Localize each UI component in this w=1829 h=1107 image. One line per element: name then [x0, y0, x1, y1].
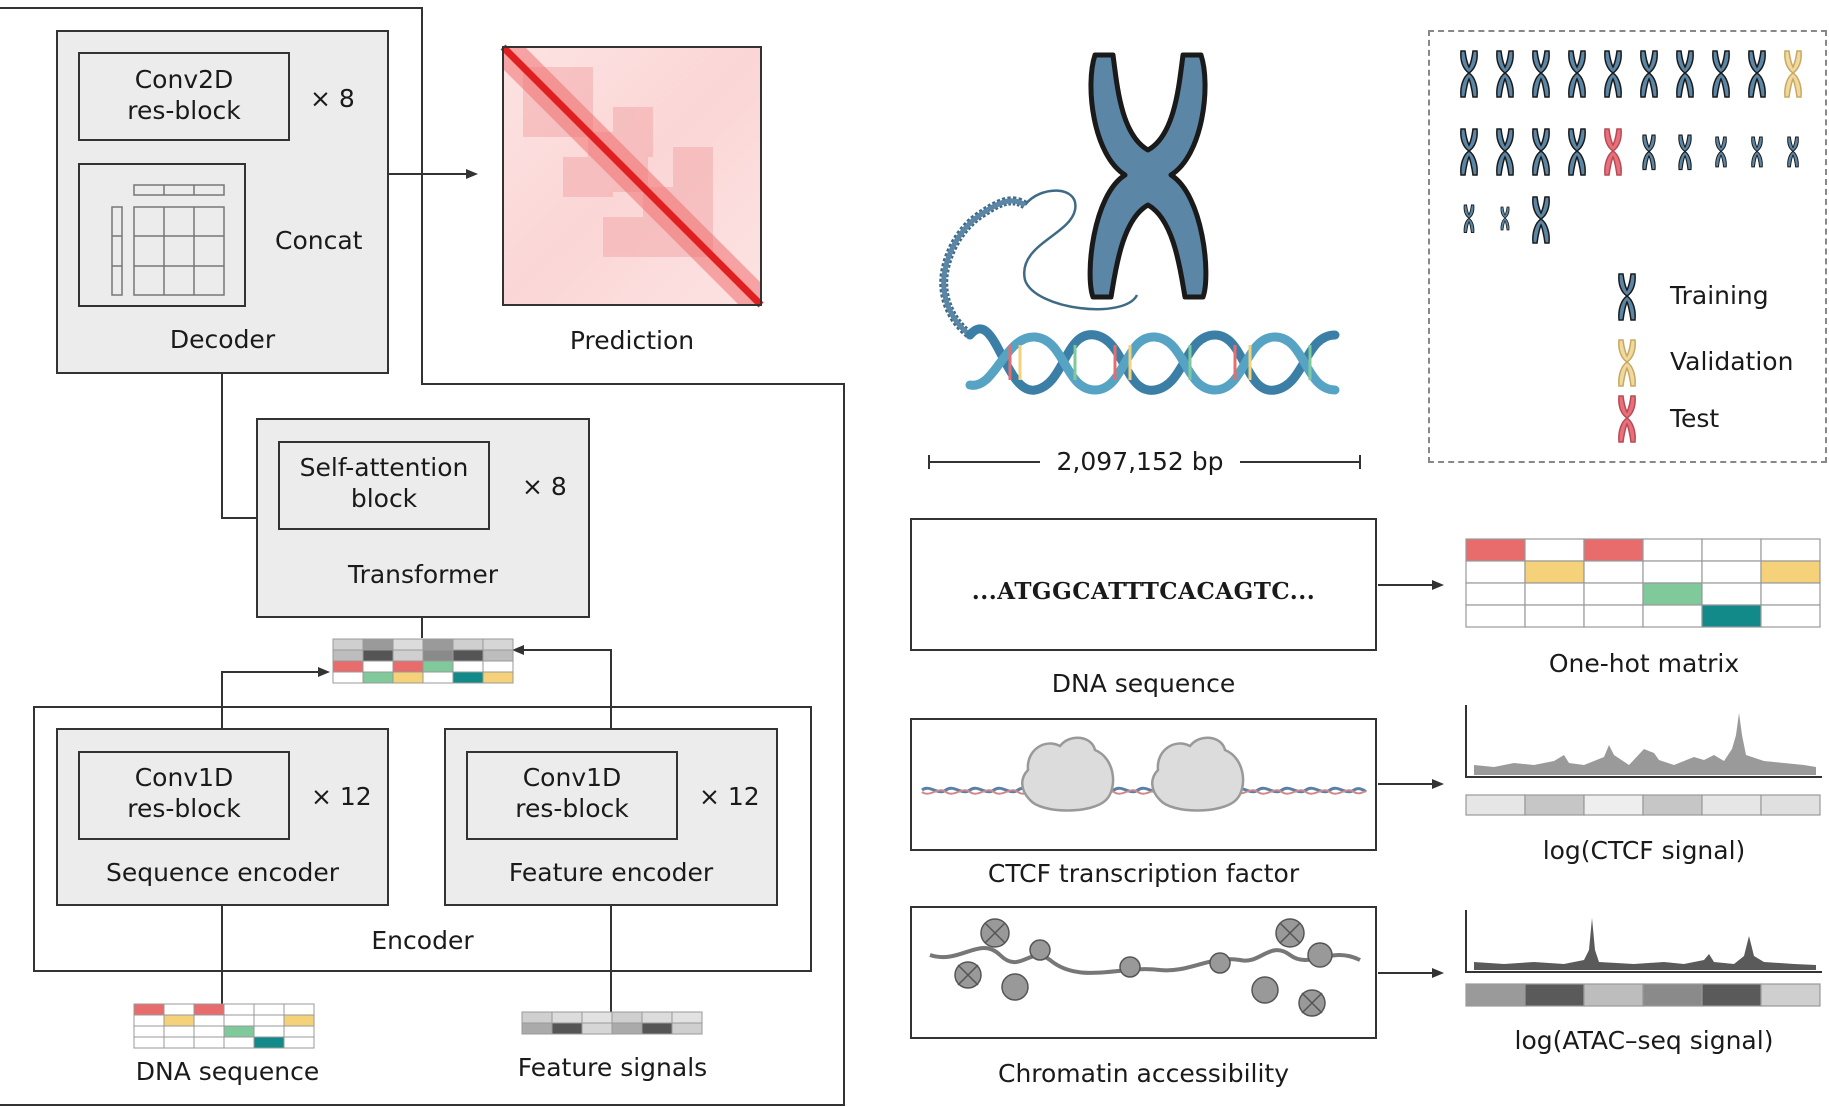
test-chromosome-icon — [1618, 395, 1636, 443]
ctcf-caption: CTCF transcription factor — [987, 859, 1300, 888]
encoder-box — [33, 706, 812, 972]
feat-repeat: × 12 — [699, 782, 760, 811]
chromosome-karyotype — [1460, 50, 1802, 244]
atac-arrow — [1378, 968, 1444, 978]
dna-sequence-text: ...ATGGCATTTCACAGTC... — [971, 578, 1316, 605]
ctcf-arrow — [1378, 779, 1444, 789]
validation-chromosome-icon — [1618, 339, 1636, 387]
legend-training: Training — [1670, 281, 1769, 310]
dna-caption: DNA sequence — [1051, 669, 1236, 698]
ctcf-signal-track — [1465, 705, 1822, 816]
ctcf-signal-caption: log(CTCF signal) — [1542, 836, 1746, 865]
atac-signal-track — [1465, 910, 1822, 1007]
decoder-repeat: × 8 — [310, 84, 355, 113]
transformer-repeat: × 8 — [522, 472, 567, 501]
ctcf-box — [910, 718, 1377, 851]
input-feature-label: Feature signals — [517, 1053, 708, 1082]
length-label: 2,097,152 bp — [1056, 447, 1224, 476]
prediction-heatmap — [500, 44, 764, 308]
onehot-arrow — [1378, 580, 1444, 590]
decoder-title: Decoder — [169, 325, 276, 354]
token-matrix — [332, 638, 514, 684]
conv2d-block — [78, 52, 290, 141]
concat-label: Concat — [275, 226, 363, 255]
onehot-matrix — [1465, 538, 1821, 628]
self-attention-block — [278, 441, 490, 530]
conv2d-block-label: Conv2D res-block — [127, 65, 241, 126]
self-attention-label: Self-attention block — [299, 453, 469, 514]
feature-encoder-title: Feature encoder — [508, 858, 714, 887]
concat-block — [78, 163, 246, 307]
ctcf-illustration — [921, 736, 1368, 812]
prediction-label: Prediction — [569, 326, 695, 355]
sequence-encoder-title: Sequence encoder — [105, 858, 340, 887]
seq-conv1d-label: Conv1D res-block — [127, 763, 241, 824]
legend-validation: Validation — [1670, 347, 1794, 376]
encoder-title: Encoder — [371, 926, 474, 955]
input-feature-signals — [521, 1011, 703, 1035]
legend-test: Test — [1670, 404, 1720, 433]
chromatin-caption: Chromatin accessibility — [997, 1059, 1290, 1088]
input-dna-label: DNA sequence — [135, 1057, 320, 1086]
atac-signal-caption: log(ATAC–seq signal) — [1514, 1026, 1774, 1055]
concat-grid-icon — [111, 184, 225, 296]
dna-sequence-box — [910, 518, 1377, 651]
chromosome-dna-illustration — [939, 52, 1340, 395]
chromosome-split-panel — [1428, 30, 1827, 463]
seq-repeat: × 12 — [311, 782, 372, 811]
training-chromosome-icon — [1618, 273, 1636, 321]
seq-conv1d-block — [78, 751, 290, 840]
transformer-title: Transformer — [347, 560, 498, 589]
onehot-caption: One-hot matrix — [1548, 649, 1740, 678]
feat-conv1d-label: Conv1D res-block — [515, 763, 629, 824]
input-dna-onehot — [133, 1003, 315, 1049]
feat-conv1d-block — [466, 751, 678, 840]
chromatin-illustration — [929, 918, 1361, 1017]
length-scale-bar — [928, 455, 1361, 469]
